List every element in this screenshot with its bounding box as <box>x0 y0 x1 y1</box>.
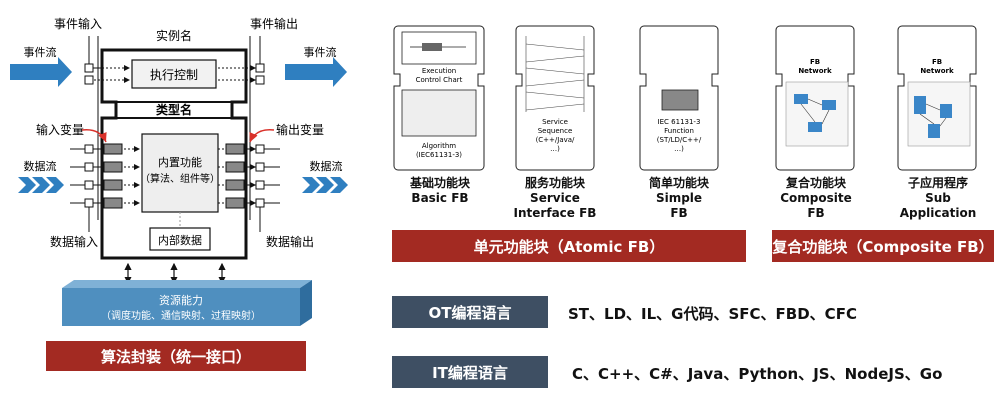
data-input-label: 数据输入 <box>50 234 98 249</box>
resource-line2: （调度功能、通信映射、过程映射） <box>101 309 261 322</box>
resource-line1: 资源能力 <box>159 293 203 307</box>
basic-fb-caption-zh: 基础功能块 <box>409 176 470 190</box>
subapp-caption-en2: Application <box>899 206 977 220</box>
subapp-inner-2: Network <box>920 67 954 75</box>
simple-fb-caption-zh: 简单功能块 <box>648 176 709 190</box>
composite-fb-inner-1: FB <box>810 58 820 66</box>
event-pins-left <box>84 36 130 220</box>
composite-fb-caption: 复合功能块 Composite FB <box>772 176 860 221</box>
algorithm-encapsulation-banner: 算法封装（统一接口） <box>46 341 306 371</box>
fb-type-cards: Execution Control Chart Algorithm (IEC61… <box>393 25 977 171</box>
event-input-label: 事件输入 <box>54 16 102 31</box>
atomic-fb-banner: 单元功能块（Atomic FB） <box>392 230 746 262</box>
internal-data-label: 内部数据 <box>158 233 202 247</box>
basic-fb-card: Execution Control Chart Algorithm (IEC61… <box>393 25 485 171</box>
it-language-list: C、C++、C#、Java、Python、JS、NodeJS、Go <box>572 365 943 383</box>
sub-application-card: FB Network <box>897 25 977 171</box>
basic-fb-caption: 基础功能块 Basic FB <box>400 176 480 206</box>
exec-control-label: 执行控制 <box>150 68 198 82</box>
simple-fb-caption: 简单功能块 Simple FB <box>639 176 719 221</box>
composite-fb-caption-en1: Composite <box>780 191 852 205</box>
service-fb-card: Service Sequence (C++/Java/ …) <box>515 25 595 171</box>
input-var-label: 输入变量 <box>36 122 84 137</box>
subapp-caption-zh: 子应用程序 <box>907 176 968 190</box>
ot-language-list: ST、LD、IL、G代码、SFC、FBD、CFC <box>568 305 857 323</box>
composite-fb-caption-zh: 复合功能块 <box>785 176 846 190</box>
service-fb-inner-1: Service <box>542 118 568 126</box>
subapp-inner-1: FB <box>932 58 942 66</box>
simple-fb-caption-en2: FB <box>670 206 688 220</box>
instance-name: 实例名 <box>156 28 192 43</box>
simple-fb-inner-1: IEC 61131-3 <box>658 118 701 126</box>
exec-control-box <box>131 59 217 89</box>
internal-data-box <box>149 227 211 251</box>
data-flow-out-label: 数据流 <box>310 159 343 173</box>
simple-fb-inner-2: Function <box>664 127 694 135</box>
basic-fb-inner-1: Execution <box>422 67 456 75</box>
service-fb-caption-zh: 服务功能块 <box>524 176 585 190</box>
composite-fb-caption-en2: FB <box>807 206 825 220</box>
service-fb-caption-en1: Service <box>530 191 580 205</box>
data-pins-right <box>218 143 280 232</box>
basic-fb-inner-4: (IEC61131-3) <box>416 151 462 159</box>
event-pins-right <box>218 36 265 220</box>
event-flow-out-label: 事件流 <box>304 45 337 59</box>
data-pins-left <box>70 143 140 232</box>
event-flow-in-label: 事件流 <box>24 45 57 59</box>
builtin-func-line1: 内置功能 <box>158 155 202 169</box>
data-flow-in-label: 数据流 <box>24 159 57 173</box>
subapp-caption-en1: Sub <box>925 191 951 205</box>
service-fb-caption-en2: Interface FB <box>513 206 597 220</box>
event-flow-out-arrow <box>285 57 347 87</box>
ot-language-label: OT编程语言 <box>392 296 548 328</box>
composite-fb-inner-2: Network <box>798 67 832 75</box>
service-fb-caption: 服务功能块 Service Interface FB <box>510 176 600 221</box>
basic-fb-caption-en: Basic FB <box>411 191 469 205</box>
service-fb-inner-4: …) <box>550 145 560 153</box>
basic-fb-inner-2: Control Chart <box>416 76 463 84</box>
fb-structure-diagram: 实例名 事件输入 事件输出 执行控制 类型名 事件流 事件流 内置功能 （算法、… <box>10 16 348 326</box>
simple-fb-inner-3: (ST/LD/C++/ <box>657 136 702 144</box>
subapp-caption: 子应用程序 Sub Application <box>894 176 982 221</box>
simple-fb-inner-4: …) <box>674 145 684 153</box>
data-flow-out-arrow <box>302 177 348 193</box>
it-language-label: IT编程语言 <box>392 356 548 388</box>
composite-fb-card: FB Network <box>775 25 855 171</box>
service-fb-inner-2: Sequence <box>538 127 573 135</box>
builtin-function-box <box>141 133 219 213</box>
simple-fb-caption-en1: Simple <box>655 191 703 205</box>
resource-slab <box>62 280 312 326</box>
simple-fb-card: IEC 61131-3 Function (ST/LD/C++/ …) <box>639 25 719 171</box>
builtin-func-line2: （算法、组件等） <box>140 172 220 185</box>
output-var-label: 输出变量 <box>276 122 324 137</box>
composite-fb-banner: 复合功能块（Composite FB） <box>772 230 994 262</box>
event-output-label: 事件输出 <box>250 16 298 31</box>
basic-fb-inner-3: Algorithm <box>422 142 456 150</box>
service-fb-inner-3: (C++/Java/ <box>536 136 575 144</box>
data-output-label: 数据输出 <box>266 234 314 249</box>
type-name: 类型名 <box>156 102 192 117</box>
event-flow-in-arrow <box>10 57 72 87</box>
data-flow-in-arrow <box>18 177 64 193</box>
